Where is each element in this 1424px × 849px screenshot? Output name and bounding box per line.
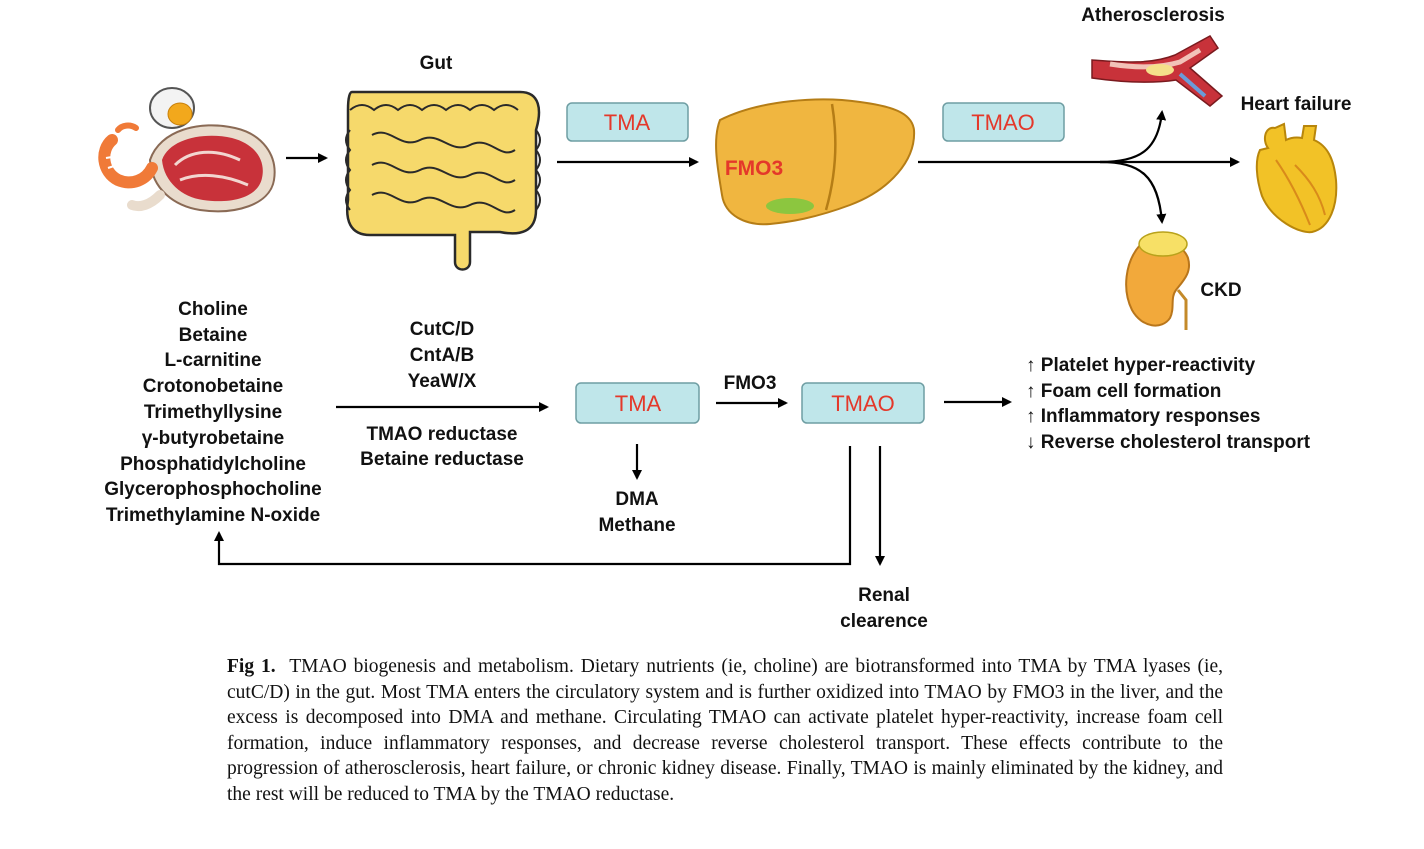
nutrient-item: Choline (178, 299, 248, 320)
atherosclerosis-label: Atherosclerosis (1081, 5, 1225, 26)
nutrient-item: Phosphatidylcholine (120, 454, 306, 475)
nutrient-list: Choline Betaine L-carnitine Crotonobetai… (104, 299, 321, 526)
ckd-label: CKD (1200, 280, 1241, 301)
arrow-tmao-reduction-loop (214, 446, 852, 566)
effect-item: ↑ Platelet hyper-reactivity (1026, 355, 1256, 376)
gut-icon (345, 90, 541, 271)
nutrient-item: Glycerophosphocholine (104, 479, 321, 500)
fmo3-label: FMO3 (724, 373, 777, 394)
effect-item: ↑ Foam cell formation (1026, 381, 1221, 402)
heart-icon (1255, 122, 1338, 234)
heart-failure-label: Heart failure (1241, 94, 1352, 115)
food-icon (98, 87, 276, 213)
renal-label: Renal (858, 585, 910, 606)
outcome-branch-arrows (918, 110, 1240, 224)
tma-box-top-label: TMA (604, 110, 651, 135)
liver-fmo3-label: FMO3 (725, 157, 783, 180)
figure-caption-text: TMAO biogenesis and metabolism. Dietary … (227, 656, 1223, 805)
gut-enzymes: CutC/D CntA/B YeaW/X TMAO reductase Beta… (360, 319, 524, 470)
tmao-box-top (942, 102, 1065, 142)
methane-label: Methane (598, 515, 675, 536)
tma-box-bottom (575, 382, 700, 424)
nutrient-item: Betaine (179, 325, 248, 346)
effect-item: ↑ Inflammatory responses (1026, 406, 1260, 427)
tmao-box-top-label: TMAO (971, 110, 1035, 135)
gut-label: Gut (420, 53, 453, 74)
tmao-pathway-diagram: Gut TMA FMO3 TMAO Atherosclerosis Heart … (98, 5, 1352, 632)
enzyme-label: YeaW/X (408, 371, 477, 392)
enzyme-label: TMAO reductase (367, 424, 518, 445)
nutrient-item: Crotonobetaine (143, 376, 283, 397)
effect-item: ↓ Reverse cholesterol transport (1026, 432, 1311, 453)
artery-icon (1091, 35, 1224, 107)
tmao-box-bottom (801, 382, 925, 424)
effects-list: ↑ Platelet hyper-reactivity ↑ Foam cell … (1026, 355, 1311, 453)
clearence-label: clearence (840, 611, 928, 632)
nutrient-item: Trimethylamine N-oxide (106, 505, 320, 526)
kidney-icon (1125, 231, 1190, 330)
nutrient-item: Trimethyllysine (144, 402, 282, 423)
enzyme-label: Betaine reductase (360, 449, 524, 470)
tmao-box-bottom-label: TMAO (831, 391, 895, 416)
tma-box-bottom-label: TMA (615, 391, 662, 416)
dma-label: DMA (615, 489, 659, 510)
nutrient-item: L-carnitine (164, 350, 261, 371)
tma-box-top (566, 102, 689, 142)
enzyme-label: CutC/D (410, 319, 474, 340)
figure-caption: Fig 1. TMAO biogenesis and metabolism. D… (227, 654, 1223, 807)
nutrient-item: γ-butyrobetaine (142, 428, 285, 449)
figure-caption-label: Fig 1. (227, 656, 276, 677)
liver-icon (715, 98, 916, 226)
enzyme-label: CntA/B (410, 345, 474, 366)
